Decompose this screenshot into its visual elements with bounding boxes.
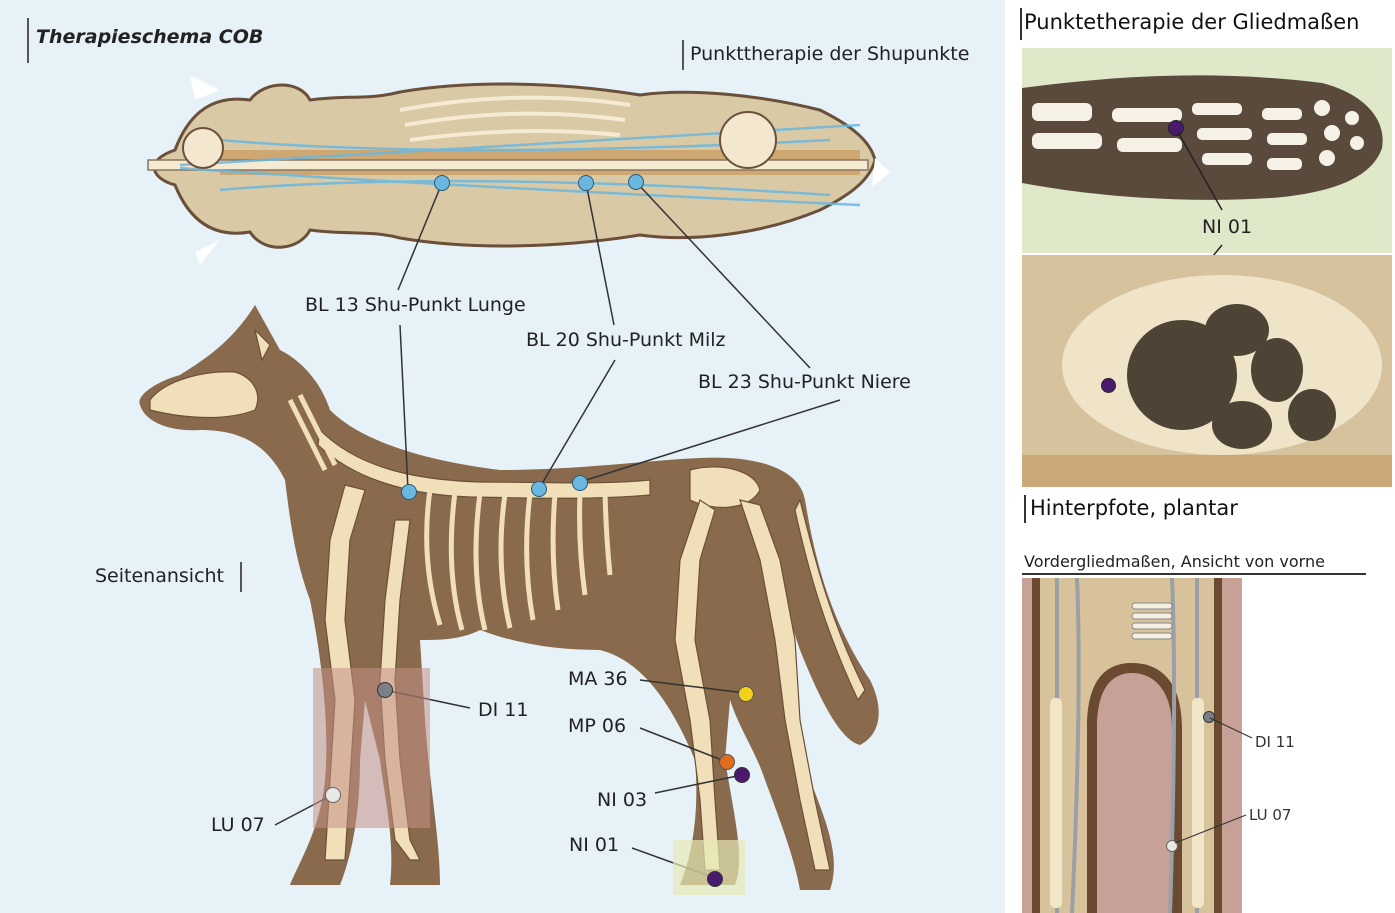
- foreleg-front-image: [1022, 578, 1242, 913]
- paw-caption-divider: [1024, 495, 1026, 523]
- bl23-point-side: [572, 475, 588, 491]
- title-divider: [27, 18, 29, 63]
- bl20-point-side: [531, 481, 547, 497]
- top-view-dog: [148, 75, 890, 265]
- di11-label: DI 11: [478, 699, 528, 721]
- bl13-label: BL 13 Shu-Punkt Lunge: [305, 294, 526, 316]
- mp06-point: [719, 754, 735, 770]
- ni01-paw-point-photo: [1101, 378, 1116, 393]
- bl13-point-top: [434, 175, 450, 191]
- ni01-paw-point-top: [1168, 120, 1184, 136]
- foreleg-title-underline: [1022, 573, 1366, 575]
- ni03-point: [734, 767, 750, 783]
- page-title: Therapieschema COB: [36, 26, 263, 48]
- hindpaw-highlight: [673, 840, 745, 895]
- bl13-point-side: [401, 484, 417, 500]
- lu07-point: [325, 787, 341, 803]
- mp06-label: MP 06: [568, 715, 626, 737]
- foreleg-lu07-label: LU 07: [1249, 806, 1291, 824]
- ni01-point: [707, 871, 723, 887]
- di11-point: [377, 682, 393, 698]
- foreleg-di11-point: [1203, 711, 1215, 723]
- bl20-label: BL 20 Shu-Punkt Milz: [526, 329, 726, 351]
- ma36-point: [738, 686, 754, 702]
- limb-panel-title: Punktetherapie der Gliedmaßen: [1024, 10, 1360, 34]
- side-view-divider: [240, 562, 242, 592]
- paw-caption: Hinterpfote, plantar: [1030, 496, 1238, 520]
- foreleg-di11-label: DI 11: [1255, 733, 1295, 751]
- foreleg-highlight: [313, 668, 430, 828]
- paw-ni01-label: NI 01: [1202, 216, 1252, 238]
- bl20-point-top: [578, 175, 594, 191]
- bl23-label: BL 23 Shu-Punkt Niere: [698, 371, 911, 393]
- foreleg-title: Vordergliedmaßen, Ansicht von vorne: [1024, 552, 1325, 571]
- ma36-label: MA 36: [568, 668, 628, 690]
- limb-panel-divider: [1020, 8, 1022, 40]
- ni03-label: NI 03: [597, 789, 647, 811]
- top-view-divider: [682, 40, 684, 70]
- foreleg-lu07-point: [1166, 840, 1178, 852]
- side-view-label: Seitenansicht: [95, 565, 224, 587]
- ni01-label: NI 01: [569, 834, 619, 856]
- paw-photo: [1022, 255, 1392, 487]
- lu07-label: LU 07: [211, 814, 265, 836]
- top-view-title: Punkttherapie der Shupunkte: [690, 43, 969, 65]
- bl23-point-top: [628, 174, 644, 190]
